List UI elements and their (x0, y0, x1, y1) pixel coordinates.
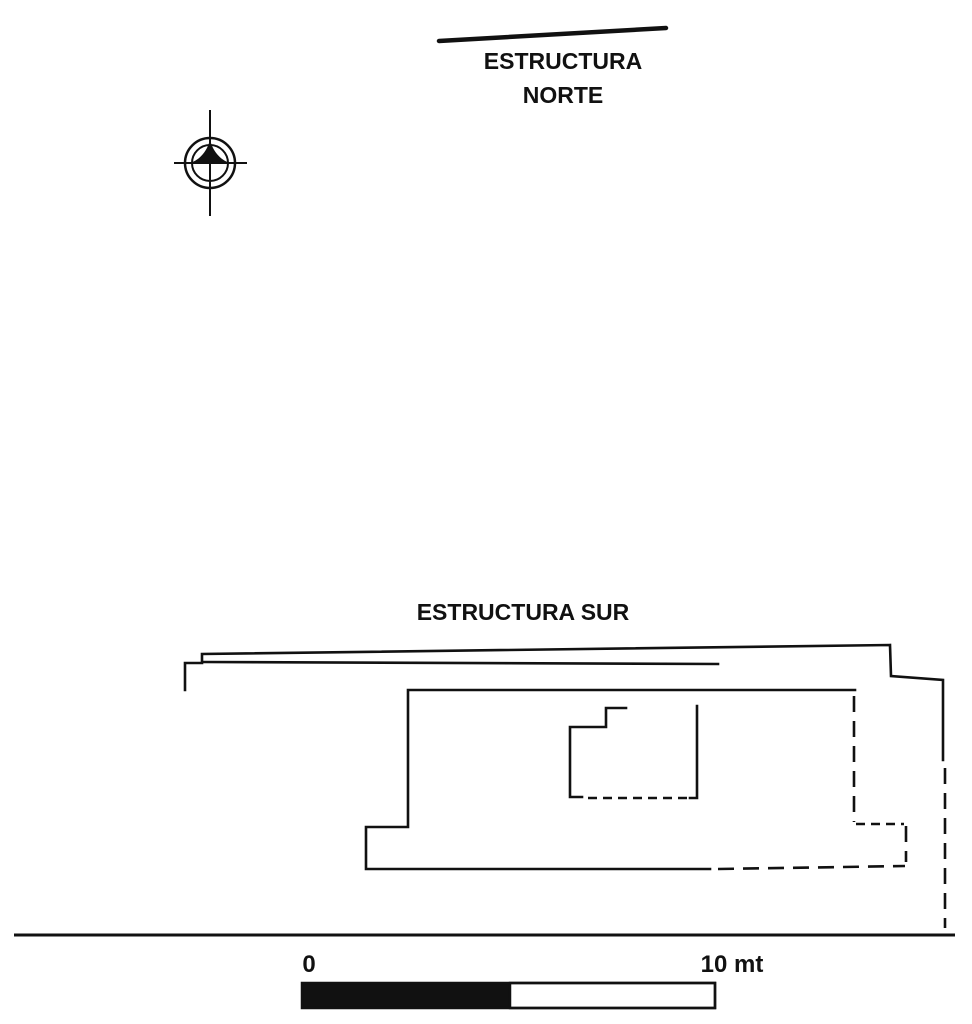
scale-bar-outline (300, 981, 717, 1010)
scale-bar-end-label: 10 mt (701, 951, 764, 978)
north-arrow-icon (174, 110, 247, 216)
scale-bar-empty-segment (508, 981, 717, 1010)
north-structure-label-line2: NORTE (523, 82, 604, 108)
inner-room-wall (568, 706, 628, 799)
south-structure-label: ESTRUCTURA SUR (417, 599, 630, 625)
north-structure-label-line1: ESTRUCTURA (484, 48, 642, 74)
inner-north-wall (202, 660, 720, 666)
platform-wall (364, 688, 857, 871)
scale-bar-start-label: 0 (302, 951, 315, 978)
north-structure-wall (436, 25, 669, 44)
platform-south-dashed (717, 864, 906, 871)
outer-wall (183, 643, 945, 762)
scale-bar: 0 10 mt (300, 951, 764, 1010)
scale-bar-filled-segment (302, 983, 510, 1008)
inner-room-east-wall (688, 704, 699, 800)
south-structure-plan (183, 643, 947, 928)
